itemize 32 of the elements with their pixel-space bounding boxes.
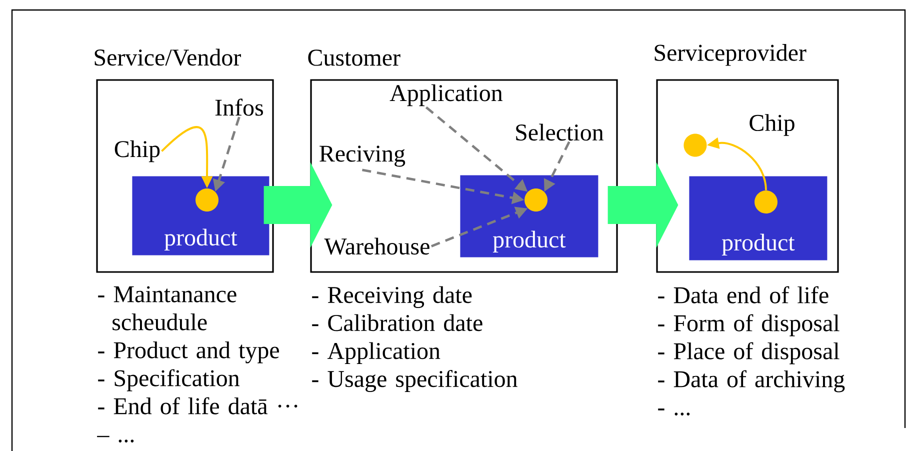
list-item: - Product and type bbox=[98, 341, 279, 364]
info-label: Reciving bbox=[320, 146, 406, 167]
list-item: - Application bbox=[312, 342, 440, 364]
list-item: - Place of disposal bbox=[658, 342, 840, 364]
list-item: – ... bbox=[97, 436, 134, 442]
edge-label: Chip bbox=[750, 114, 794, 136]
stage-title: Serviceprovider bbox=[654, 44, 806, 66]
list-item: - End of life datā ··· bbox=[98, 397, 298, 414]
info-label: Chip bbox=[114, 140, 160, 162]
list-item: - Form of disposal bbox=[658, 314, 840, 336]
stage-title: Customer bbox=[308, 50, 400, 66]
block-arrow bbox=[264, 162, 332, 248]
list-item: - Receiving date bbox=[312, 286, 472, 308]
product-box: product bbox=[460, 175, 598, 258]
list-item: - Usage specification bbox=[312, 370, 518, 392]
chip-dot bbox=[524, 188, 548, 212]
chip-dot bbox=[754, 190, 778, 214]
list-item: - Maintanance scheudule bbox=[98, 286, 236, 330]
product-box: product bbox=[689, 176, 828, 260]
chip-dot bbox=[684, 134, 707, 157]
list-item: - Specification bbox=[98, 369, 240, 392]
info-label: Infos bbox=[215, 98, 263, 116]
product-box: product bbox=[132, 176, 270, 256]
list-item: - ... bbox=[658, 408, 690, 416]
info-label: Application bbox=[390, 84, 503, 106]
list-item: - Data end of life bbox=[658, 286, 828, 304]
info-label: Selection bbox=[516, 124, 604, 141]
block-arrow bbox=[608, 162, 678, 248]
stage-title: Service/Vendor bbox=[94, 48, 241, 66]
list-item: - Data of archiving bbox=[658, 370, 845, 392]
info-label: Warehouse bbox=[324, 238, 430, 255]
list-item: - Calibration date bbox=[312, 314, 482, 332]
